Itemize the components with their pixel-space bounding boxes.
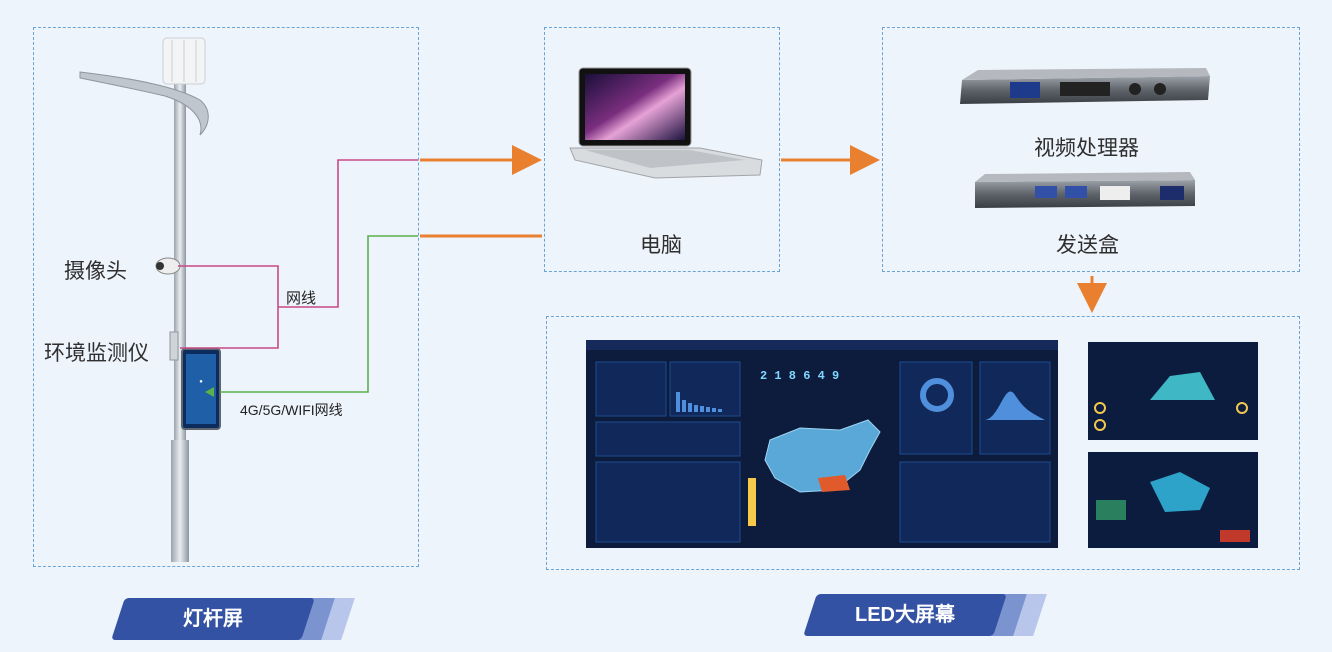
wireless-label: 4G/5G/WIFI网线 [240, 402, 343, 418]
sender-box-label: 发送盒 [1056, 234, 1119, 257]
led-small-screen-top [1088, 342, 1258, 440]
svg-text:●: ● [199, 379, 203, 385]
camera-label: 摄像头 [64, 260, 127, 283]
streetlight-footer-pill: 灯杆屏 [111, 598, 358, 640]
street-light-pole: ● [79, 37, 221, 562]
streetlight-footer-label: 灯杆屏 [183, 608, 243, 630]
led-small-screen-bottom [1088, 452, 1258, 548]
network-cable-lines [178, 159, 418, 349]
sender-box-device [975, 172, 1195, 208]
video-processor-device [960, 68, 1210, 104]
led-counter: 2 1 8 6 4 9 [760, 369, 839, 383]
video-processor-label: 视频处理器 [1034, 137, 1139, 160]
cable-label: 网线 [286, 290, 317, 307]
led-main-screen: 2 1 8 6 4 9 [586, 340, 1058, 548]
led-footer-label: LED大屏幕 [855, 604, 955, 626]
env-monitor-label: 环境监测仪 [44, 342, 149, 365]
processor-panel [882, 27, 1300, 272]
computer-panel [544, 27, 780, 272]
orange-arrows [420, 145, 1107, 313]
laptop-illustration [569, 67, 763, 179]
computer-label: 电脑 [640, 234, 682, 257]
led-panel [546, 316, 1300, 570]
wireless-link-line [205, 235, 418, 397]
led-footer-pill: LED大屏幕 [803, 594, 1050, 636]
streetlight-panel [33, 27, 419, 567]
